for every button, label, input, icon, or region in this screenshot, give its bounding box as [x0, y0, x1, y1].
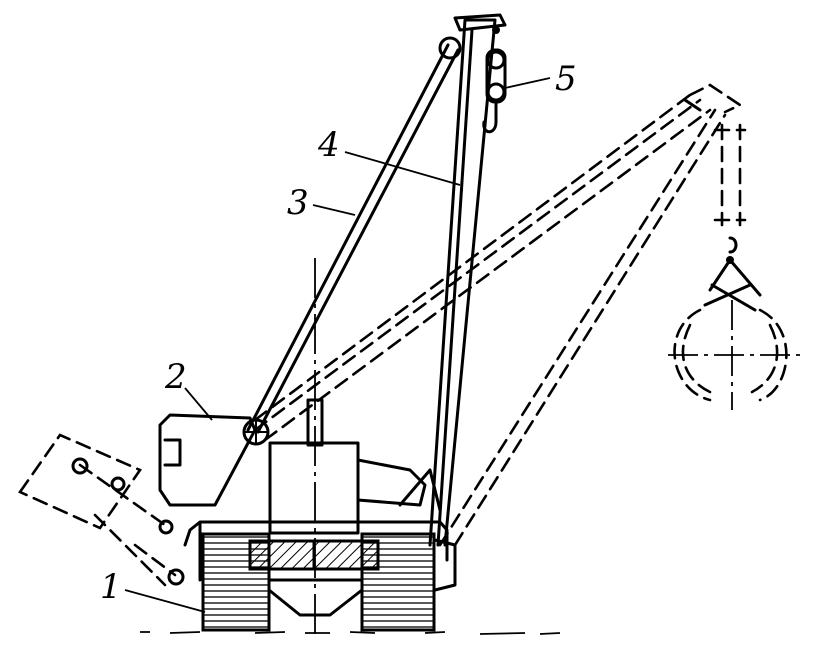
- leader-lines: [124, 77, 551, 613]
- counterweight-stowed: [18, 433, 185, 587]
- boom-dashed-positions: [253, 83, 743, 547]
- ground-line: [140, 631, 561, 635]
- boom: [428, 13, 507, 547]
- pulley-block: [482, 26, 507, 134]
- label-part-1: 1: [100, 567, 122, 607]
- boom-stay: [242, 36, 462, 446]
- engine-hood: [158, 413, 257, 507]
- label-part-2: 2: [164, 357, 187, 397]
- label-part-3: 3: [287, 183, 309, 223]
- label-part-5: 5: [555, 59, 577, 99]
- pipe-grab: [668, 123, 800, 410]
- label-part-4: 4: [317, 125, 340, 165]
- cab: [268, 398, 442, 535]
